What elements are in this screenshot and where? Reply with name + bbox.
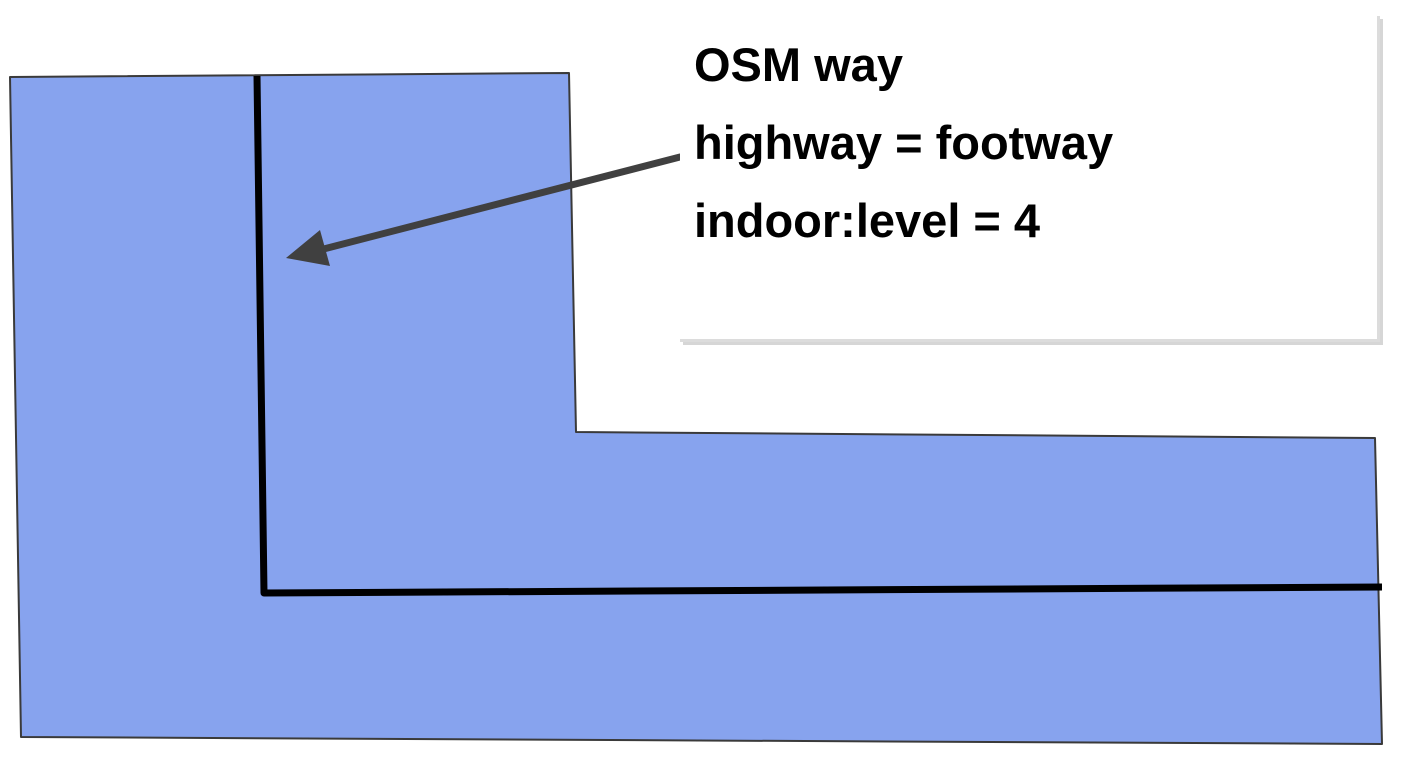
arrow-head (286, 230, 330, 266)
annotation-callout: OSM way highway = footway indoor:level =… (680, 16, 1380, 342)
arrow-pointer-icon (286, 153, 684, 266)
annotation-line-object-type: OSM way (694, 38, 903, 91)
annotation-line-highway-tag: highway = footway (694, 116, 1114, 169)
annotation-line-level-tag: indoor:level = 4 (694, 194, 1041, 247)
arrow-shaft (308, 153, 684, 256)
osm-footway-way[interactable] (253, 75, 1383, 597)
annotation-text: OSM way highway = footway indoor:level =… (694, 26, 1113, 260)
